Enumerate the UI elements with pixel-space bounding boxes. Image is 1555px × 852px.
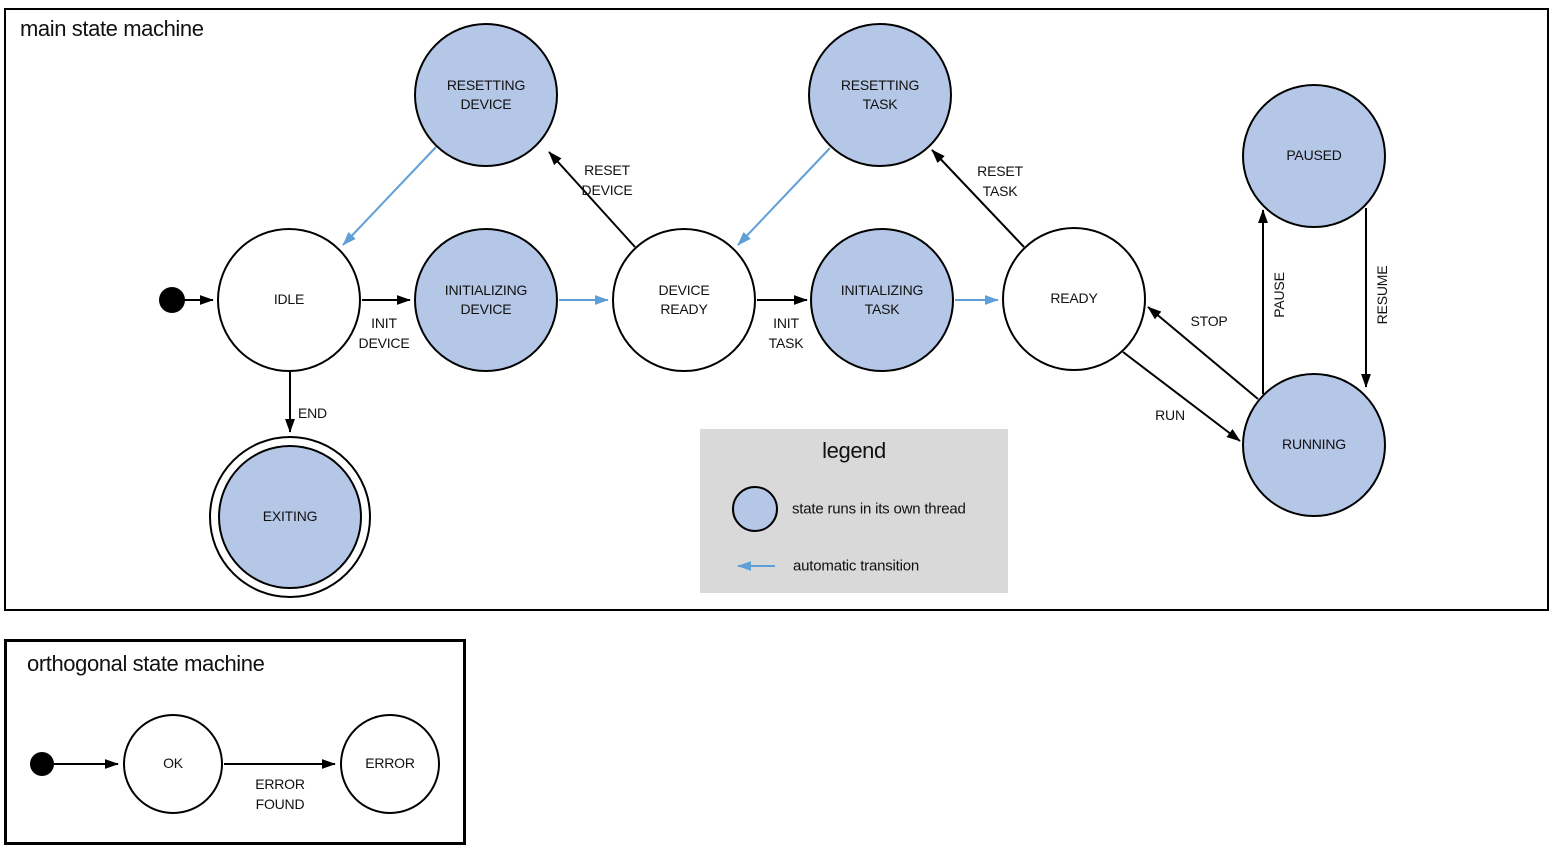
legend-item-thread: state runs in its own thread [792,500,966,518]
state-error: ERROR [340,714,440,814]
state-resetting-device: RESETTING DEVICE [414,23,558,167]
transition-label-reset-device: RESET DEVICE [581,161,633,198]
state-ok: OK [123,714,223,814]
state-idle: IDLE [217,228,361,372]
state-label: ERROR [365,755,415,772]
state-ready: READY [1002,227,1146,371]
transition-label-init-device: INIT DEVICE [358,314,410,351]
state-label: IDLE [273,291,305,308]
orthogonal-initial-state-dot [30,752,54,776]
transition-label-init-task: INIT TASK [768,314,804,351]
state-initializing-device: INITIALIZING DEVICE [414,228,558,372]
state-exiting: EXITING [218,445,362,589]
transition-label-error-found: ERROR FOUND [255,775,305,812]
transition-label-run: RUN [1155,406,1185,423]
state-paused: PAUSED [1242,84,1386,228]
transition-label-pause: PAUSE [1270,272,1287,318]
transition-label-stop: STOP [1190,312,1228,329]
transition-label-resume: RESUME [1373,265,1390,325]
legend-title: legend [822,438,886,463]
transition-label-end: END [298,404,327,421]
state-label: INITIALIZING TASK [840,281,924,317]
state-label: OK [163,755,183,772]
state-label: DEVICE READY [658,281,710,317]
transition-label-reset-task: RESET TASK [977,162,1023,199]
state-device-ready: DEVICE READY [612,228,756,372]
state-label: INITIALIZING DEVICE [444,281,528,317]
main-panel-title: main state machine [20,16,204,41]
state-label: RUNNING [1282,436,1346,453]
state-label: READY [1050,290,1098,307]
state-running: RUNNING [1242,373,1386,517]
state-label: RESETTING TASK [840,76,920,112]
state-resetting-task: RESETTING TASK [808,23,952,167]
state-label: EXITING [262,508,318,525]
state-label: PAUSED [1286,147,1342,164]
state-initializing-task: INITIALIZING TASK [810,228,954,372]
state-label: RESETTING DEVICE [446,76,526,112]
main-initial-state-dot [159,287,185,313]
orthogonal-panel-title: orthogonal state machine [27,651,265,676]
legend-item-automatic: automatic transition [793,557,920,575]
legend-thread-state-icon [732,486,778,532]
